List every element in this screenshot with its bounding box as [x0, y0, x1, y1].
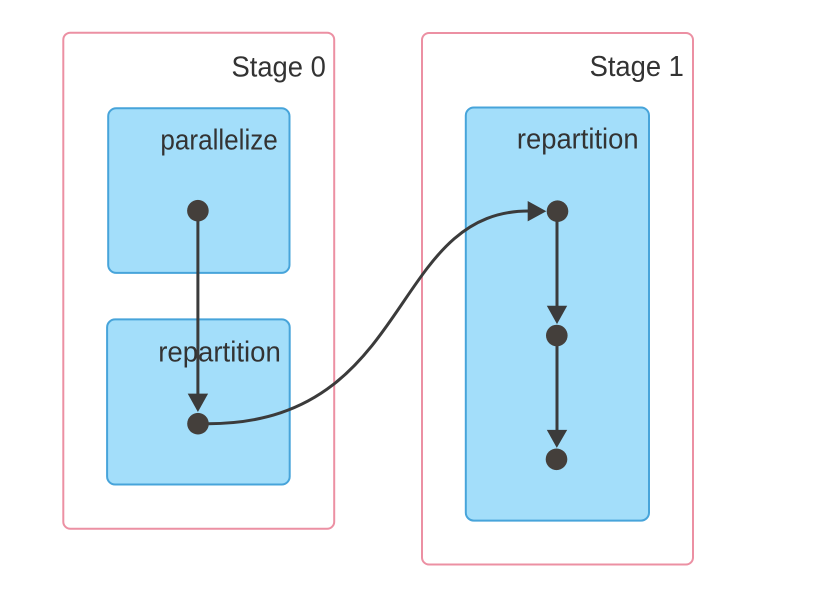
svg-text:parallelize: parallelize — [160, 125, 277, 157]
svg-text:repartition: repartition — [158, 337, 281, 369]
svg-text:Stage 0: Stage 0 — [232, 51, 326, 83]
svg-text:repartition: repartition — [517, 124, 639, 156]
svg-text:Stage 1: Stage 1 — [590, 51, 684, 83]
